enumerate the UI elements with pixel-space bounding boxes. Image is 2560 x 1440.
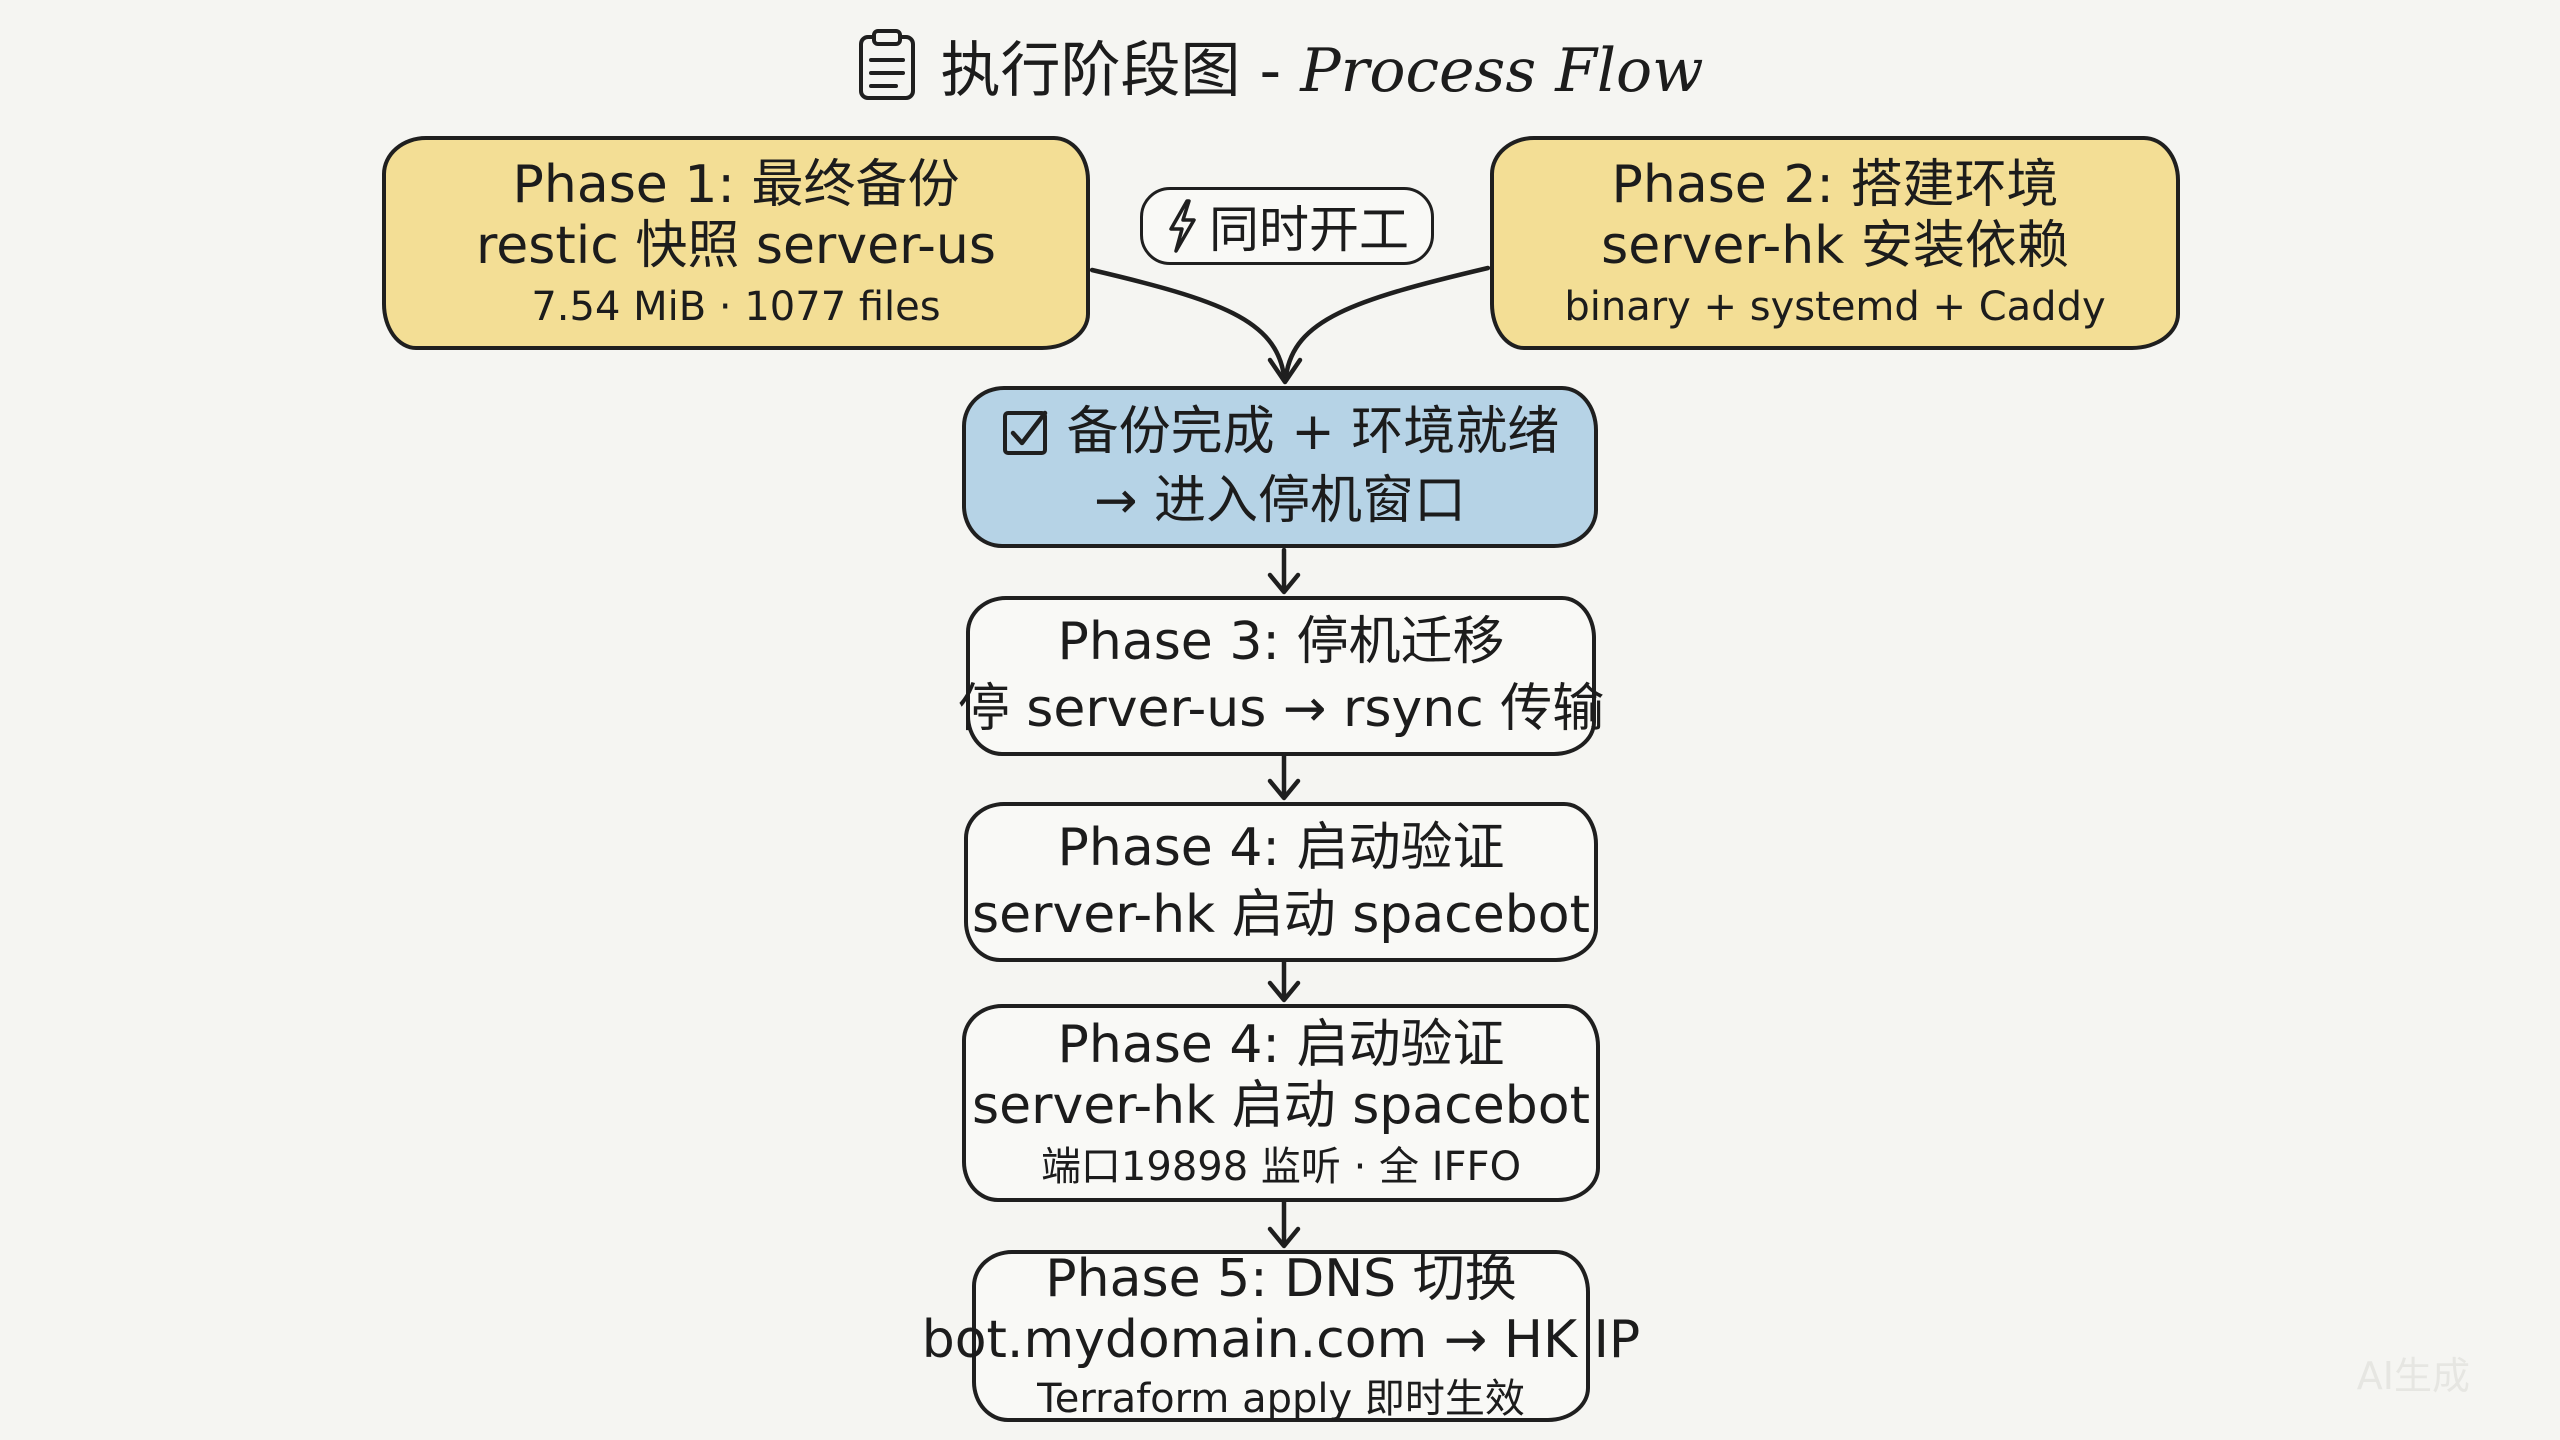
- watermark: AI生成: [2356, 1354, 2470, 1398]
- phase4a-box: Phase 4: 启动验证 server-hk 启动 spacebot: [964, 802, 1598, 962]
- phase3-title: Phase 3: 停机迁移: [1057, 611, 1505, 672]
- phase4b-box: Phase 4: 启动验证 server-hk 启动 spacebot 端口19…: [962, 1004, 1600, 1202]
- checkpoint-line1: 备份完成 + 环境就绪: [1001, 401, 1560, 463]
- arrow-head-merge: [1267, 357, 1303, 385]
- phase4a-detail: server-hk 启动 spacebot: [972, 885, 1590, 945]
- phase1-stats: 7.54 MiB · 1077 files: [531, 283, 941, 330]
- phase2-detail: server-hk 安装依赖: [1601, 216, 2069, 277]
- phase2-title: Phase 2: 搭建环境: [1611, 155, 2059, 216]
- arrow-head-5: [1267, 1226, 1301, 1249]
- phase1-title: Phase 1: 最终备份: [512, 155, 960, 216]
- arrow-head-4a: [1267, 778, 1301, 801]
- title-text: 执行阶段图 - Process Flow: [940, 22, 1703, 109]
- phase2-box: Phase 2: 搭建环境 server-hk 安装依赖 binary + sy…: [1490, 136, 2180, 350]
- clipboard-icon: [859, 29, 916, 100]
- phase4b-detail: server-hk 启动 spacebot: [972, 1076, 1590, 1137]
- phase1-detail: restic 快照 server-us: [476, 216, 996, 277]
- phase4b-title: Phase 4: 启动验证: [1057, 1015, 1505, 1076]
- phase5-detail: bot.mydomain.com → HK IP: [921, 1310, 1641, 1371]
- phase5-tool: Terraform apply 即时生效: [1037, 1375, 1525, 1422]
- phase3-detail: 停 server-us → rsync 传输: [957, 679, 1605, 739]
- phase3-box: Phase 3: 停机迁移 停 server-us → rsync 传输: [958, 596, 1604, 756]
- checkpoint-box: 备份完成 + 环境就绪 → 进入停机窗口: [962, 386, 1598, 548]
- title-separator: -: [1240, 35, 1301, 106]
- merge-arrow-right: [1283, 265, 1491, 379]
- parallel-badge: 同时开工: [1140, 187, 1434, 265]
- title-zh: 执行阶段图: [940, 35, 1241, 106]
- phase4a-title: Phase 4: 启动验证: [1057, 817, 1505, 878]
- phase2-stack: binary + systemd + Caddy: [1564, 283, 2106, 330]
- checkpoint-detail: → 进入停机窗口: [1093, 471, 1467, 531]
- phase1-box: Phase 1: 最终备份 restic 快照 server-us 7.54 M…: [382, 136, 1090, 350]
- checkpoint-title: 备份完成 + 环境就绪: [1066, 401, 1560, 462]
- phase5-box: Phase 5: DNS 切换 bot.mydomain.com → HK IP…: [922, 1249, 1640, 1422]
- merge-arrow-left: [1089, 267, 1287, 379]
- diagram-title: 执行阶段图 - Process Flow: [0, 22, 2560, 108]
- phase5-title: Phase 5: DNS 切换: [1045, 1249, 1517, 1310]
- checkbox-icon: [1002, 411, 1047, 456]
- arrow-head-3: [1267, 572, 1301, 595]
- lightning-icon: [1169, 199, 1196, 253]
- phase4b-port: 端口19898 监听 · 全 IFFO: [1040, 1143, 1522, 1190]
- parallel-badge-label: 同时开工: [1209, 201, 1409, 259]
- title-en: Process Flow: [1300, 35, 1704, 106]
- arrow-head-4b: [1267, 980, 1301, 1003]
